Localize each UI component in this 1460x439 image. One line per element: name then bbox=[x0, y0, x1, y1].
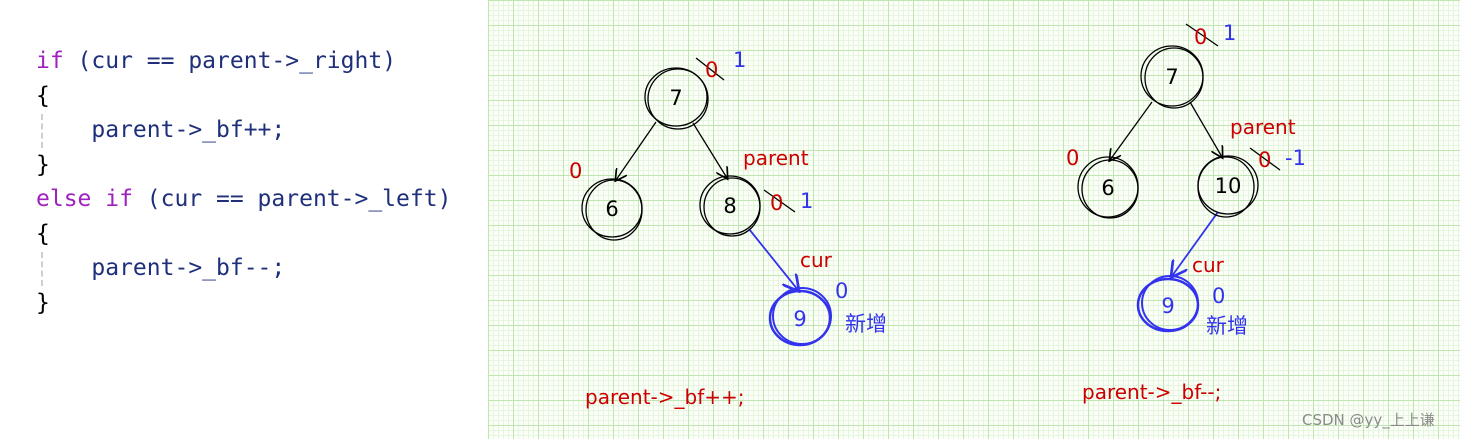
edge bbox=[1110, 101, 1153, 160]
grid-canvas bbox=[488, 0, 1460, 439]
caption: parent->_bf++; bbox=[585, 385, 745, 409]
node-value: 9 bbox=[793, 307, 806, 331]
bf-label: 0 bbox=[835, 279, 848, 303]
edge bbox=[692, 122, 727, 178]
edge bbox=[1172, 211, 1219, 276]
code-line: parent->_bf++; bbox=[36, 113, 451, 148]
code-line: } bbox=[36, 286, 451, 321]
bf-old: 0 bbox=[705, 58, 718, 82]
bf-new: 1 bbox=[733, 48, 746, 72]
keyword: if bbox=[36, 48, 64, 74]
bf-new: -1 bbox=[1285, 146, 1306, 170]
bf-old: 0 bbox=[1194, 25, 1207, 49]
node-value: 8 bbox=[723, 194, 736, 218]
code-snippet: if (cur == parent->_right) { parent->_bf+… bbox=[36, 44, 451, 320]
watermark: CSDN @yy_上上谦 bbox=[1302, 411, 1435, 429]
node-value: 10 bbox=[1215, 174, 1242, 198]
indent-guide bbox=[41, 114, 43, 148]
code-line: } bbox=[36, 148, 451, 183]
node-value: 9 bbox=[1161, 294, 1174, 318]
code-line: parent->_bf--; bbox=[36, 251, 451, 286]
edge bbox=[616, 121, 657, 180]
new-node-note: 新增 bbox=[1206, 314, 1248, 338]
code-line: else if (cur == parent->_left) bbox=[36, 182, 451, 217]
new-node-note: 新增 bbox=[845, 312, 887, 336]
edge bbox=[1189, 101, 1222, 157]
node-value: 6 bbox=[1101, 176, 1114, 200]
code-text: { bbox=[36, 220, 50, 247]
bf-label: 0 bbox=[1212, 284, 1225, 308]
edge bbox=[748, 228, 798, 290]
code-text: } bbox=[36, 289, 50, 316]
code-text: parent->_bf++; bbox=[36, 117, 286, 143]
bf-label: 0 bbox=[569, 159, 582, 183]
caption: parent->_bf--; bbox=[1082, 380, 1221, 404]
node-value: 7 bbox=[1165, 65, 1178, 89]
code-line: { bbox=[36, 79, 451, 114]
node-circle bbox=[644, 67, 708, 127]
node-value: 7 bbox=[669, 86, 682, 110]
code-text: parent->_bf--; bbox=[36, 255, 286, 281]
node-value: 6 bbox=[605, 197, 618, 221]
keyword: else if bbox=[36, 186, 133, 212]
code-text: (cur == parent->_right) bbox=[63, 48, 397, 74]
code-line: { bbox=[36, 217, 451, 252]
code-text: (cur == parent->_left) bbox=[132, 186, 452, 212]
code-line: if (cur == parent->_right) bbox=[36, 44, 451, 79]
indent-guide bbox=[41, 252, 43, 286]
node-label: parent bbox=[743, 146, 809, 170]
bf-label: 0 bbox=[1066, 146, 1079, 170]
code-text: { bbox=[36, 82, 50, 109]
node-label: cur bbox=[1192, 253, 1225, 277]
node-label: parent bbox=[1230, 115, 1296, 139]
bf-old: 0 bbox=[770, 191, 783, 215]
node-label: cur bbox=[800, 248, 833, 272]
bf-new: 1 bbox=[1223, 21, 1236, 45]
bf-new: 1 bbox=[800, 189, 813, 213]
code-text: } bbox=[36, 151, 50, 178]
bf-old: 0 bbox=[1258, 148, 1271, 172]
